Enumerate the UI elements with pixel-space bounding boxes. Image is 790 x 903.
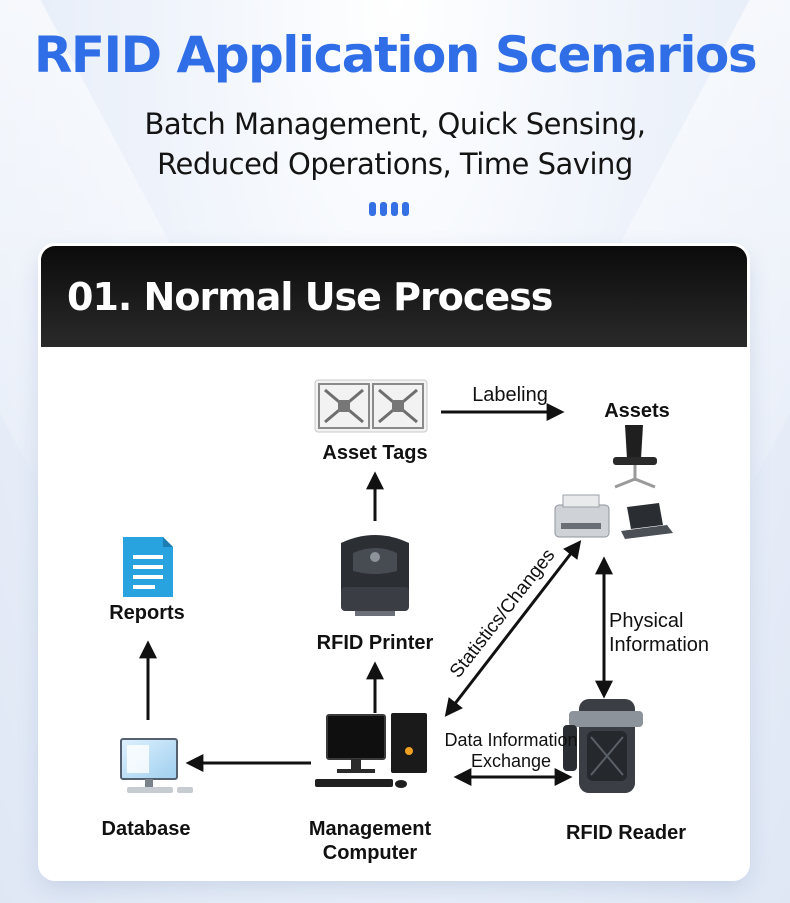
rfid-printer-icon xyxy=(341,535,409,616)
node-label-rfid-printer: RFID Printer xyxy=(316,632,434,654)
label-physical-line-2: Information xyxy=(609,634,710,656)
subtitle-line-1: Batch Management, Quick Sensing, xyxy=(144,107,646,141)
node-label-assets: Assets xyxy=(604,400,670,422)
node-label-asset-tags: Asset Tags xyxy=(322,442,428,464)
arrow-statistics-changes xyxy=(444,540,582,717)
node-label-management-line-1: Management xyxy=(308,818,432,840)
process-card: 01. Normal Use Process xyxy=(41,246,747,878)
card-header: 01. Normal Use Process xyxy=(41,246,747,347)
rfid-tag-icon xyxy=(314,379,428,433)
office-printer-icon xyxy=(554,494,610,538)
management-computer-icon xyxy=(315,713,427,788)
node-label-reports: Reports xyxy=(109,602,185,624)
database-computer-icon xyxy=(120,738,193,793)
page-title: RFID Application Scenarios xyxy=(33,26,758,84)
rfid-reader-icon xyxy=(563,699,643,793)
diagram-canvas: Statistics/Changes xyxy=(120,379,673,793)
node-label-management-computer: Management Computer xyxy=(287,817,453,865)
process-diagram: Statistics/Changes Asset Tags Assets Rep… xyxy=(41,347,747,878)
decorative-dots xyxy=(369,202,409,216)
label-data-exchange: Data Information Exchange xyxy=(437,730,585,772)
node-label-rfid-reader: RFID Reader xyxy=(565,822,687,844)
subtitle-line-2: Reduced Operations, Time Saving xyxy=(157,147,633,181)
report-document-icon xyxy=(123,537,173,597)
label-statistics-changes: Statistics/Changes xyxy=(446,545,559,682)
node-label-database: Database xyxy=(101,818,191,840)
office-chair-icon xyxy=(613,425,657,489)
node-label-management-line-2: Computer xyxy=(322,842,418,864)
label-physical-information: Physical Information xyxy=(609,609,729,657)
label-data-exchange-line-2: Exchange xyxy=(470,751,552,771)
section-title: 01. Normal Use Process xyxy=(67,274,553,319)
label-physical-line-1: Physical xyxy=(609,610,684,632)
label-data-exchange-line-1: Data Information xyxy=(444,730,578,750)
page-subtitle: Batch Management, Quick Sensing, Reduced… xyxy=(0,104,790,184)
laptop-icon xyxy=(621,503,673,539)
label-labeling: Labeling xyxy=(472,384,548,406)
